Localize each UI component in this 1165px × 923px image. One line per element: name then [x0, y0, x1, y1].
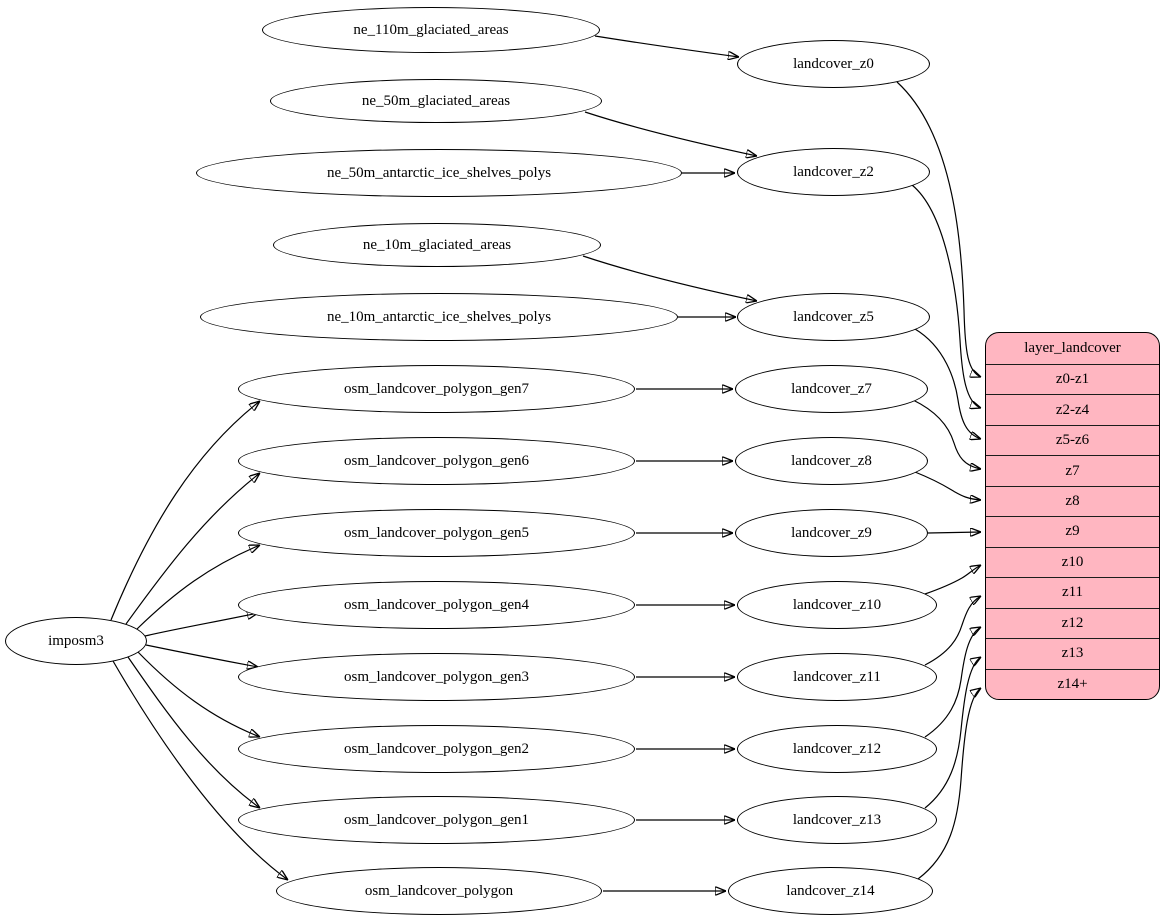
table-title: layer_landcover — [1024, 340, 1121, 356]
edge-imposm3-to-gen7 — [110, 401, 260, 621]
edge-imposm3-to-gen6 — [125, 473, 260, 625]
node-landcover-z2: landcover_z2 — [737, 148, 930, 196]
node-landcover-z12: landcover_z12 — [737, 725, 937, 773]
node-label: landcover_z11 — [793, 668, 881, 685]
table-row-z13: z13 — [986, 638, 1159, 668]
edge-z9-to-row-z9 — [927, 532, 981, 533]
node-label: ne_110m_glaciated_areas — [353, 21, 509, 38]
node-label: landcover_z8 — [791, 452, 872, 469]
node-label: osm_landcover_polygon_gen5 — [344, 524, 529, 541]
node-label: landcover_z7 — [791, 380, 872, 397]
table-row-z11: z11 — [986, 577, 1159, 607]
edge-imposm3-to-gen1 — [127, 656, 260, 808]
edge-imposm3-to-gen4 — [144, 613, 258, 637]
table-row-z5-z6: z5-z6 — [986, 424, 1159, 455]
node-landcover-z7: landcover_z7 — [735, 365, 928, 413]
node-osm-landcover-polygon-gen1: osm_landcover_polygon_gen1 — [238, 796, 635, 844]
node-osm-landcover-polygon: osm_landcover_polygon — [276, 867, 602, 915]
node-osm-landcover-polygon-gen6: osm_landcover_polygon_gen6 — [238, 437, 635, 485]
node-osm-landcover-polygon-gen4: osm_landcover_polygon_gen4 — [238, 581, 635, 629]
edge-z8-to-row-z8 — [914, 471, 981, 500]
node-ne-50m-glaciated-areas: ne_50m_glaciated_areas — [270, 79, 602, 123]
node-label: landcover_z9 — [791, 524, 872, 541]
node-label: landcover_z14 — [786, 882, 875, 899]
node-label: landcover_z13 — [792, 811, 882, 828]
node-ne-10m-glaciated-areas: ne_10m_glaciated_areas — [273, 223, 601, 267]
node-osm-landcover-polygon-gen2: osm_landcover_polygon_gen2 — [238, 725, 635, 773]
edge-imposm3-to-gen5 — [136, 545, 260, 630]
node-osm-landcover-polygon-gen7: osm_landcover_polygon_gen7 — [238, 365, 635, 413]
node-landcover-z14: landcover_z14 — [728, 867, 933, 915]
table-row-z2-z4: z2-z4 — [986, 394, 1159, 424]
node-ne-10m-antarctic-ice-shelves-polys: ne_10m_antarctic_ice_shelves_polys — [200, 293, 678, 341]
node-label: landcover_z12 — [792, 740, 882, 757]
table-row-z12: z12 — [986, 607, 1159, 638]
node-imposm3: imposm3 — [5, 617, 147, 665]
node-label: osm_landcover_polygon_gen3 — [344, 668, 529, 685]
node-landcover-z9: landcover_z9 — [735, 509, 928, 557]
table-layer-landcover: layer_landcover z0-z1 z2-z4 z5-z6 z7 z8 … — [985, 332, 1160, 700]
table-row-z9: z9 — [986, 516, 1159, 546]
node-osm-landcover-polygon-gen5: osm_landcover_polygon_gen5 — [238, 509, 635, 557]
node-label: ne_50m_antarctic_ice_shelves_polys — [326, 164, 552, 181]
table-row-z8: z8 — [986, 485, 1159, 516]
node-ne-50m-antarctic-ice-shelves-polys: ne_50m_antarctic_ice_shelves_polys — [196, 149, 682, 197]
table-row-z10: z10 — [986, 546, 1159, 577]
node-label: osm_landcover_polygon — [364, 882, 514, 899]
node-ne-110m-glaciated-areas: ne_110m_glaciated_areas — [262, 7, 600, 53]
node-label: ne_10m_glaciated_areas — [362, 236, 512, 253]
node-osm-landcover-polygon-gen3: osm_landcover_polygon_gen3 — [238, 653, 635, 701]
node-label: ne_10m_antarctic_ice_shelves_polys — [326, 308, 552, 325]
node-label: osm_landcover_polygon_gen1 — [344, 811, 529, 828]
table-row-z14plus: z14+ — [986, 668, 1159, 699]
edge-z12-to-row-z12 — [924, 627, 981, 738]
edge-z11-to-row-z11 — [924, 596, 981, 666]
table-row-z7: z7 — [986, 455, 1159, 485]
node-label: osm_landcover_polygon_gen2 — [344, 740, 529, 757]
edge-imposm3-to-gen2 — [137, 651, 260, 737]
node-label: landcover_z2 — [793, 163, 874, 180]
node-label: osm_landcover_polygon_gen6 — [344, 452, 529, 469]
node-landcover-z13: landcover_z13 — [737, 796, 937, 844]
edge-ne-10m-glaciated-to-z5 — [582, 255, 757, 301]
node-label: landcover_z10 — [792, 596, 882, 613]
node-label: osm_landcover_polygon_gen4 — [344, 596, 529, 613]
table-row-z0-z1: z0-z1 — [986, 364, 1159, 394]
edge-z0-to-row-z0-z1 — [896, 81, 981, 377]
edge-z7-to-row-z7 — [912, 399, 981, 469]
edge-z14-to-row-z14plus — [917, 688, 981, 880]
node-landcover-z11: landcover_z11 — [737, 653, 937, 701]
edge-imposm3-to-polygon — [112, 660, 288, 880]
node-label: landcover_z5 — [793, 308, 874, 325]
node-landcover-z10: landcover_z10 — [737, 581, 937, 629]
edge-z5-to-row-z5-z6 — [914, 328, 981, 439]
node-label: landcover_z0 — [793, 55, 874, 72]
edge-z10-to-row-z10 — [924, 565, 981, 595]
node-label: osm_landcover_polygon_gen7 — [344, 380, 529, 397]
node-imposm3-label: imposm3 — [48, 632, 104, 649]
node-landcover-z8: landcover_z8 — [735, 437, 928, 485]
edge-z13-to-row-z13 — [924, 657, 981, 809]
edge-z2-to-row-z2-z4 — [911, 184, 981, 408]
edge-imposm3-to-gen3 — [145, 644, 258, 667]
node-label: ne_50m_glaciated_areas — [361, 92, 511, 109]
edge-ne-110m-to-z0 — [594, 35, 739, 57]
node-landcover-z0: landcover_z0 — [737, 40, 930, 88]
edge-ne-50m-glaciated-to-z2 — [584, 111, 757, 156]
node-landcover-z5: landcover_z5 — [737, 293, 930, 341]
